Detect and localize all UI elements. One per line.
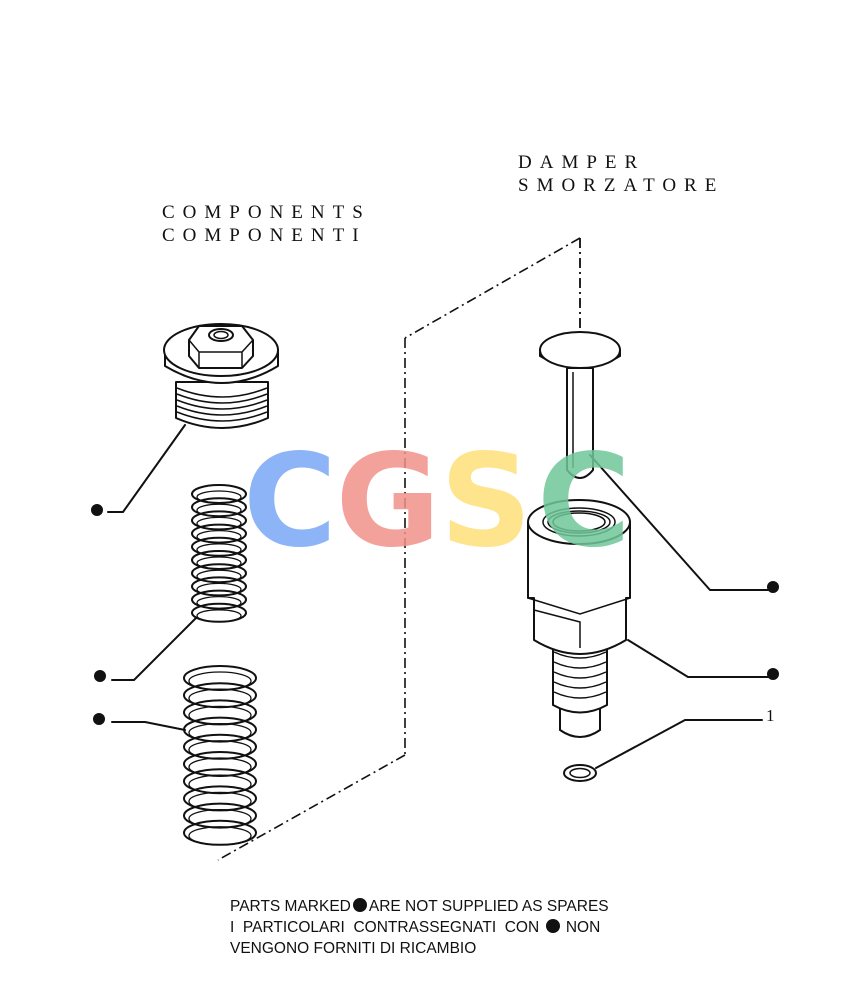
watermark-letter: C [537,427,631,576]
seal-ring [563,764,597,782]
not-supplied-symbol [352,898,367,912]
spring-coil-inner [196,609,242,623]
large-spring [183,665,257,846]
components-label-it: COMPONENTI [162,225,367,246]
spring-coil-inner [196,556,242,570]
damper-piston [539,331,621,479]
watermark-letter: G [335,427,440,576]
spring-coil-inner [188,757,252,777]
ref-number-1: 1 [766,706,775,725]
spring-coil-inner [196,503,242,517]
watermark-letter: C [243,427,337,576]
spring-coil-inner [188,688,252,708]
callout-leader-large-spring [111,721,186,731]
note-line2-a: I PARTICOLARI CONTRASSEGNATI CON [230,919,540,936]
spring-coil-inner [196,516,242,531]
not-supplied-marker [94,670,106,682]
damper-label-en: DAMPER [518,152,645,173]
watermark-letter: S [440,427,532,576]
spring-coil-inner [196,582,242,597]
note-line3: VENGONO FORNITI DI RICAMBIO [230,940,477,957]
spring-coil-inner [196,543,242,557]
callout-leader-housing [627,639,769,678]
callout-leader-ring [595,719,763,769]
spring-coil-inner [188,671,252,691]
spring-coil-inner [188,705,252,726]
boundary-segment [217,754,406,861]
spring-coil-inner [196,595,242,610]
spares-note: PARTS MARKED ARE NOT SUPPLIED AS SPARES I… [230,896,750,959]
spring-coil-inner [188,740,252,760]
threaded-plug [163,323,279,429]
note-line2-b: NON [565,919,601,936]
spring-coil-inner [188,791,252,812]
callout-leader-small-spring [111,617,197,681]
spring-coil-inner [196,490,242,504]
callout-leader-piston [589,454,769,591]
components-label-en: COMPONENTS [162,202,371,223]
not-supplied-marker [767,581,779,593]
spring-coil-inner [196,569,242,583]
spring-coil-inner [196,529,242,544]
damper-housing [527,499,631,738]
small-spring [191,484,247,623]
not-supplied-marker [93,713,105,725]
callout-leader-plug [107,424,186,513]
spring-coil-inner [188,774,252,794]
note-line1-b: ARE NOT SUPPLIED AS SPARES [368,898,609,915]
damper-label-it: SMORZATORE [518,175,724,196]
spring-coil-inner [188,808,252,829]
not-supplied-marker [91,504,103,516]
note-line1-a: PARTS MARKED [230,898,351,915]
spring-coil-inner [188,826,252,846]
spring-coil-inner [188,722,252,743]
boundary-segment [404,237,581,339]
not-supplied-symbol [545,919,560,933]
not-supplied-marker [767,668,779,680]
